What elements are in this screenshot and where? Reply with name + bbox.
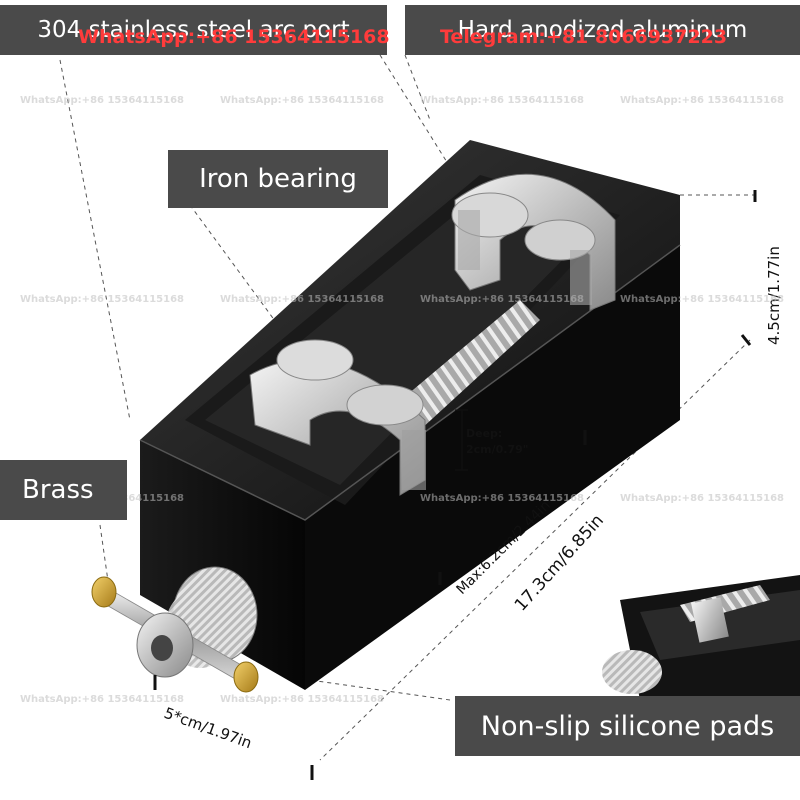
- brass-cap-right: [233, 661, 259, 693]
- deep-label-line2: 2cm/0.79": [466, 443, 529, 456]
- watermark-small: WhatsApp:+86 15364115168: [420, 493, 584, 504]
- brass-cap-left: [91, 576, 117, 608]
- watermark-telegram-top: Telegram:+81 8066937223: [440, 26, 728, 48]
- dimension-ticks: [153, 190, 757, 780]
- deep-indicator: [455, 409, 468, 471]
- front-jaw: [249, 339, 426, 496]
- watermark-small: WhatsApp:+86 15364115168: [220, 694, 384, 705]
- t-handle: [91, 576, 259, 693]
- watermark-small: WhatsApp:+86 15364115168: [620, 294, 784, 305]
- label-brass: Brass: [0, 460, 127, 520]
- watermark-whatsapp-top: WhatsApp:+86 15364115168: [78, 26, 390, 48]
- watermark-small: WhatsApp:+86 15364115168: [20, 294, 184, 305]
- height-dimension: 4.5cm/1.77in: [765, 246, 783, 345]
- watermark-small: WhatsApp:+86 15364115168: [620, 493, 784, 504]
- label-aluminum: Hard anodized aluminum: [405, 5, 800, 55]
- label-iron-bearing: Iron bearing: [168, 150, 388, 208]
- watermark-small: WhatsApp:+86 15364115168: [420, 95, 584, 106]
- label-silicone-pads: Non-slip silicone pads: [455, 696, 800, 756]
- watermark-small: WhatsApp:+86 15364115168: [620, 95, 784, 106]
- watermark-small: WhatsApp:+86 15364115168: [20, 694, 184, 705]
- block-front-face: [140, 440, 305, 690]
- watermark-small: WhatsApp:+86 15364115168: [20, 95, 184, 106]
- watermark-small: WhatsApp:+86 15364115168: [220, 95, 384, 106]
- watermark-small: WhatsApp:+86 15364115168: [220, 294, 384, 305]
- rear-jaw: [451, 173, 616, 311]
- threaded-screw: [395, 300, 540, 430]
- deep-label-line1: Deep:: [466, 427, 502, 440]
- inset-silicone-detail: [602, 568, 800, 700]
- width-dimension: 5*cm/1.97in: [162, 704, 255, 752]
- block-side-face: [305, 245, 680, 690]
- watermark-small: WhatsApp:+86 15364115168: [420, 294, 584, 305]
- label-arc-port: 304 stainless steel arc port: [0, 5, 387, 55]
